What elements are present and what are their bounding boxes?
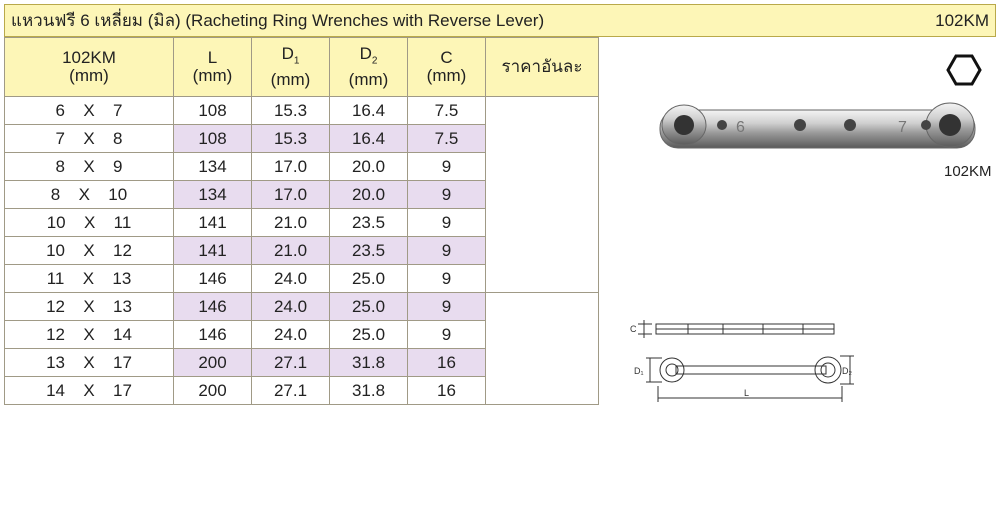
- cell-D2: 25.0: [329, 264, 408, 293]
- cell-L: 108: [173, 124, 252, 153]
- cell-C: 9: [407, 236, 486, 265]
- product-photo: 6 7: [650, 52, 995, 182]
- cell-D2: 23.5: [329, 236, 408, 265]
- cell-D1: 27.1: [251, 348, 330, 377]
- wrench-photo: 6 7: [659, 54, 982, 149]
- cell-L: 134: [173, 152, 252, 181]
- cell-D2: 16.4: [329, 96, 408, 125]
- cell-C: 9: [407, 292, 486, 321]
- cell-D1: 24.0: [251, 320, 330, 349]
- header-price: ราคาอันละ: [485, 37, 599, 97]
- cell-C: 16: [407, 348, 486, 377]
- header-D1: D1 (mm): [251, 37, 330, 97]
- cell-D1: 24.0: [251, 264, 330, 293]
- cell-C: 9: [407, 152, 486, 181]
- cell-C: 7.5: [407, 124, 486, 153]
- cell-D1: 24.0: [251, 292, 330, 321]
- photo-caption: 102KM: [944, 163, 992, 180]
- cell-D2: 20.0: [329, 180, 408, 209]
- cell-D2: 31.8: [329, 376, 408, 405]
- cell-D2: 25.0: [329, 292, 408, 321]
- cell-D2: 16.4: [329, 124, 408, 153]
- cell-D1: 15.3: [251, 96, 330, 125]
- table-header-row: 102KM (mm) L (mm) D1 (mm) D2 (mm) C (mm)…: [4, 37, 599, 97]
- page-title: แหวนฟรี 6 เหลี่ยม (มิล) (Racheting Ring …: [11, 11, 545, 30]
- cell-L: 146: [173, 292, 252, 321]
- cell-D2: 31.8: [329, 348, 408, 377]
- cell-D1: 21.0: [251, 236, 330, 265]
- cell-C: 9: [407, 208, 486, 237]
- cell-C: 9: [407, 320, 486, 349]
- label-C: C: [630, 324, 637, 334]
- cell-D2: 20.0: [329, 152, 408, 181]
- title-bar: แหวนฟรี 6 เหลี่ยม (มิล) (Racheting Ring …: [4, 4, 996, 37]
- cell-D2: 23.5: [329, 208, 408, 237]
- cell-L: 141: [173, 236, 252, 265]
- label-D2: D₂: [842, 366, 852, 376]
- hexagon-icon: [946, 54, 982, 86]
- cell-D1: 15.3: [251, 124, 330, 153]
- cell-L: 108: [173, 96, 252, 125]
- cell-L: 146: [173, 264, 252, 293]
- label-L: L: [744, 388, 749, 398]
- cell-C: 7.5: [407, 96, 486, 125]
- top-view: [646, 355, 854, 402]
- price-cell: [485, 292, 599, 405]
- cell-D1: 17.0: [251, 152, 330, 181]
- end-mark-right: 7: [898, 119, 907, 136]
- price-cell: [485, 96, 599, 293]
- header-L: L (mm): [173, 37, 252, 97]
- wrench-body: 6 7: [659, 102, 976, 149]
- cell-D1: 21.0: [251, 208, 330, 237]
- header-C: C (mm): [407, 37, 486, 97]
- cell-L: 141: [173, 208, 252, 237]
- cell-L: 200: [173, 376, 252, 405]
- spec-table: 102KM (mm) L (mm) D1 (mm) D2 (mm) C (mm)…: [4, 37, 599, 405]
- cell-L: 134: [173, 180, 252, 209]
- header-D2: D2 (mm): [329, 37, 408, 97]
- cell-D2: 25.0: [329, 320, 408, 349]
- cell-C: 16: [407, 376, 486, 405]
- end-mark-left: 6: [736, 119, 745, 136]
- side-view: [638, 320, 835, 338]
- cell-C: 9: [407, 264, 486, 293]
- header-model: 102KM (mm): [4, 37, 174, 97]
- cell-L: 200: [173, 348, 252, 377]
- cell-C: 9: [407, 180, 486, 209]
- cell-D1: 27.1: [251, 376, 330, 405]
- cell-D1: 17.0: [251, 180, 330, 209]
- technical-drawing: C D₁ D₂ L: [628, 306, 860, 406]
- label-D1: D₁: [634, 366, 644, 376]
- model-code: 102KM: [935, 10, 989, 30]
- cell-L: 146: [173, 320, 252, 349]
